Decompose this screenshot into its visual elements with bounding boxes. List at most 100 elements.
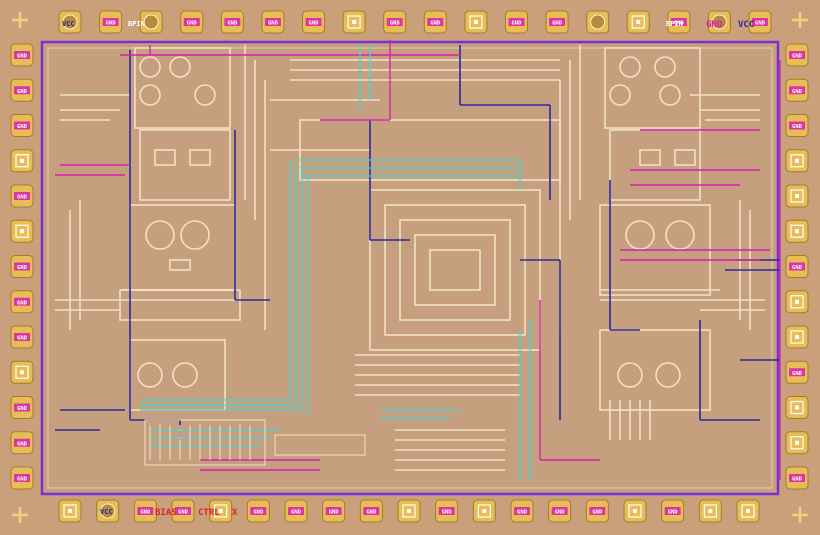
right-pad-2: GND: [785, 114, 809, 137]
bottom-label-bias: BIAS: [155, 508, 177, 518]
center-circuit-block: [290, 59, 561, 471]
bottom-pad-11: [472, 499, 496, 523]
left-pad-1: GND: [10, 78, 34, 102]
top-pad-8: GND: [383, 10, 407, 34]
svg-text:GND: GND: [430, 21, 441, 27]
svg-text:GND: GND: [17, 441, 28, 447]
top-pad-13: [586, 10, 610, 34]
svg-text:GND: GND: [792, 477, 803, 483]
left-pad-7: GND: [10, 290, 34, 314]
svg-text:GND: GND: [755, 21, 766, 27]
svg-text:GND: GND: [17, 477, 28, 483]
top-pad-10: [464, 10, 488, 34]
bottom-pad-17: [698, 499, 722, 523]
bottom-label-ctrl: CTRL: [198, 508, 220, 518]
bottom-pad-15: [623, 499, 647, 523]
bottom-pad-9: [397, 499, 421, 523]
svg-text:GND: GND: [792, 124, 803, 130]
svg-text:GND: GND: [552, 21, 563, 27]
bottom-pad-8: GND: [359, 499, 383, 523]
bottom-pad-4: [209, 499, 233, 523]
left-pad-11: GND: [10, 431, 34, 455]
left-pad-6: GND: [10, 255, 34, 278]
bottom-pad-2: GND: [133, 499, 157, 523]
svg-text:GND: GND: [178, 510, 189, 516]
top-pad-16: [707, 10, 731, 34]
svg-text:GND: GND: [309, 21, 320, 27]
svg-text:GND: GND: [291, 510, 302, 516]
svg-text:GND: GND: [442, 510, 453, 516]
logic-cells: [144, 419, 366, 466]
metal3-routing: [55, 40, 781, 480]
top-edge-labels: VCC BPIN BPIN GND VCC: [62, 20, 754, 30]
top-pad-12: GND: [545, 10, 569, 34]
svg-text:GND: GND: [555, 510, 566, 516]
svg-text:GND: GND: [366, 510, 377, 516]
metal2-routing: [55, 45, 780, 440]
top-pad-row: GND GND GND GND GND GND GND GND GND GND GND: [58, 10, 772, 34]
bottom-pad-16: GND: [661, 499, 685, 523]
top-label-bpin-right: BPIN: [666, 20, 683, 28]
top-label-vcc-right: VCC: [738, 20, 754, 30]
svg-text:GND: GND: [17, 336, 28, 342]
svg-text:GND: GND: [512, 21, 523, 27]
bottom-pad-3: GND: [171, 499, 195, 523]
right-pad-9: GND: [785, 360, 809, 384]
svg-text:GND: GND: [227, 21, 238, 27]
top-pad-6: GND: [302, 10, 326, 34]
svg-text:GND: GND: [17, 300, 28, 306]
svg-text:GND: GND: [792, 265, 803, 271]
svg-text:GND: GND: [17, 265, 28, 271]
left-circuit-block: [55, 45, 380, 411]
top-pad-15: GND: [667, 10, 691, 34]
svg-text:GND: GND: [17, 124, 28, 130]
svg-text:GND: GND: [268, 21, 279, 27]
bottom-pad-7: GND: [322, 499, 346, 523]
top-label-vcc: VCC: [62, 20, 75, 28]
top-pad-17: GND: [748, 10, 772, 34]
svg-text:GND: GND: [329, 510, 340, 516]
bottom-pad-0: [58, 499, 82, 523]
svg-text:GND: GND: [668, 510, 679, 516]
inner-ring: [47, 47, 773, 489]
left-pad-9: [10, 360, 34, 384]
bottom-pad-1: [96, 499, 120, 523]
right-pad-12: GND: [785, 466, 809, 490]
left-pad-2: GND: [10, 114, 34, 137]
top-pad-11: GND: [504, 10, 528, 34]
right-pad-8: [785, 325, 809, 349]
right-pad-4: [785, 184, 809, 208]
top-pad-0: [58, 10, 82, 34]
right-pad-5: [785, 219, 809, 243]
left-pad-0: GND: [10, 43, 34, 67]
svg-text:GND: GND: [187, 21, 198, 27]
corner-marks: [12, 12, 808, 523]
top-pad-9: GND: [423, 10, 447, 34]
bottom-pad-10: GND: [435, 499, 459, 523]
top-pad-7: [342, 10, 366, 34]
svg-text:GND: GND: [674, 21, 685, 27]
top-pad-4: GND: [220, 10, 244, 34]
right-pad-7: [785, 290, 809, 314]
top-label-gnd: GND: [706, 20, 723, 30]
bottom-pad-14: GND: [585, 499, 609, 523]
top-label-bpin: BPIN: [128, 20, 145, 28]
svg-text:GND: GND: [390, 21, 401, 27]
right-pad-3: [785, 149, 809, 173]
svg-text:GND: GND: [17, 195, 28, 201]
svg-text:GND: GND: [106, 21, 117, 27]
right-pad-6: GND: [785, 255, 809, 278]
top-pad-14: [626, 10, 650, 34]
seal-ring: [40, 40, 780, 496]
bottom-pad-5: GND: [246, 499, 270, 523]
svg-text:GND: GND: [792, 89, 803, 95]
left-pad-12: GND: [10, 466, 34, 490]
top-pad-2: [139, 10, 163, 34]
svg-text:GND: GND: [592, 510, 603, 516]
right-pad-10: [785, 396, 809, 419]
svg-text:GND: GND: [792, 371, 803, 377]
bottom-pad-6: GND: [284, 499, 308, 523]
svg-text:GND: GND: [140, 510, 151, 516]
